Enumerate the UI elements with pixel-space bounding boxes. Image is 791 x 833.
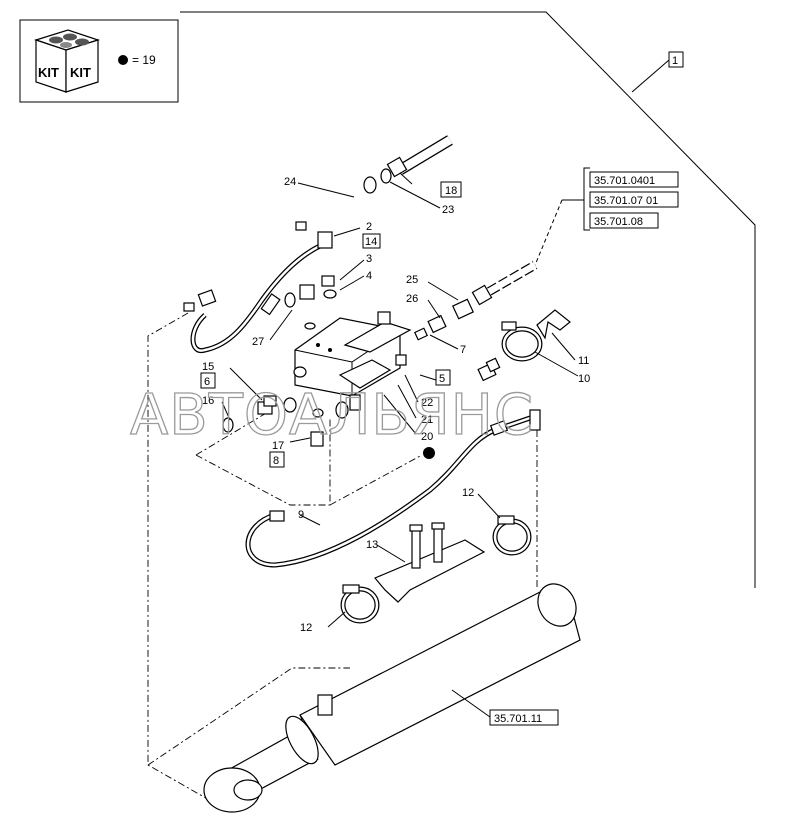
part-labels: 24 2 14 3 4 27 18 23 25 26 7 11 10 5 22 … (200, 176, 590, 634)
label-17: 17 (272, 440, 284, 452)
assembly-bracket-line (180, 11, 756, 588)
kit-box-icon: KIT KIT (34, 29, 100, 93)
label-15: 15 (202, 361, 214, 373)
ref-35-701-11: 35.701.11 (494, 713, 542, 725)
kit-label-right: KIT (70, 65, 91, 80)
label-4: 4 (366, 270, 372, 282)
clamp-10 (501, 321, 543, 362)
fitting-near-10 (477, 357, 501, 382)
ref-group-35-701: 35.701.0401 35.701.07 01 35.701.08 (532, 167, 679, 271)
bracket-13 (374, 522, 486, 603)
label-box-14[interactable] (362, 233, 381, 249)
label-box-5[interactable] (435, 369, 451, 386)
fittings-25-26-7 (413, 261, 538, 341)
label-box-18[interactable] (440, 181, 462, 198)
clamp-12-upper (492, 515, 532, 556)
label-25: 25 (406, 274, 418, 286)
label-11: 11 (578, 355, 589, 367)
leader-lines (221, 172, 579, 628)
ref-box-08[interactable] (589, 212, 659, 229)
label-21: 21 (421, 414, 433, 426)
label-10: 10 (578, 373, 590, 385)
black-dot-icon (118, 55, 128, 65)
label-9: 9 (298, 509, 304, 521)
kit-legend: KIT KIT = 19 (19, 19, 179, 103)
leader-r11 (451, 689, 491, 718)
label-18: 18 (445, 185, 457, 197)
ref-1: 1 (672, 55, 678, 67)
ref-35-701-07-01: 35.701.07 01 (594, 195, 658, 207)
label-12-lower: 12 (300, 622, 312, 634)
ref-box-0701[interactable] (589, 191, 679, 208)
label-7: 7 (460, 344, 466, 356)
hose-24 (183, 176, 377, 312)
leader-r1 (631, 59, 670, 93)
label-13: 13 (366, 539, 378, 551)
label-14: 14 (365, 236, 377, 248)
kit-part-dot (423, 447, 435, 459)
bracket-11 (536, 309, 571, 340)
label-5: 5 (439, 373, 445, 385)
ref-box-11[interactable] (489, 709, 559, 726)
label-3: 3 (366, 253, 372, 265)
label-6: 6 (204, 376, 210, 388)
ref-box-0401[interactable] (589, 171, 679, 188)
label-12-upper: 12 (462, 487, 474, 499)
hydraulic-cylinder (203, 583, 581, 813)
label-8: 8 (273, 455, 279, 467)
ref-box-1[interactable] (668, 51, 684, 68)
label-26: 26 (406, 293, 418, 305)
valve-block (293, 311, 412, 411)
label-box-8[interactable] (269, 451, 285, 468)
ref-35-701-0401: 35.701.0401 (594, 175, 655, 187)
label-23: 23 (442, 204, 454, 216)
kit-label-left: KIT (38, 65, 59, 80)
label-20: 20 (421, 431, 433, 443)
ref-35-701-08: 35.701.08 (594, 216, 643, 228)
kit-legend-text: = 19 (132, 53, 156, 67)
label-27: 27 (252, 336, 264, 348)
watermark: АВТОАЛЬЯНС (130, 383, 534, 448)
fittings-15-16-17 (222, 395, 349, 447)
label-2: 2 (366, 221, 372, 233)
label-22: 22 (421, 397, 433, 409)
fittings-3-4-27 (284, 275, 337, 330)
hose-2 (190, 231, 333, 354)
label-24: 24 (284, 176, 296, 188)
pipe-18 (380, 135, 453, 184)
label-box-6[interactable] (200, 372, 216, 389)
pipe-9 (245, 409, 541, 568)
clamp-12-lower (340, 584, 380, 624)
construction-lines (147, 312, 538, 806)
label-16: 16 (202, 395, 214, 407)
